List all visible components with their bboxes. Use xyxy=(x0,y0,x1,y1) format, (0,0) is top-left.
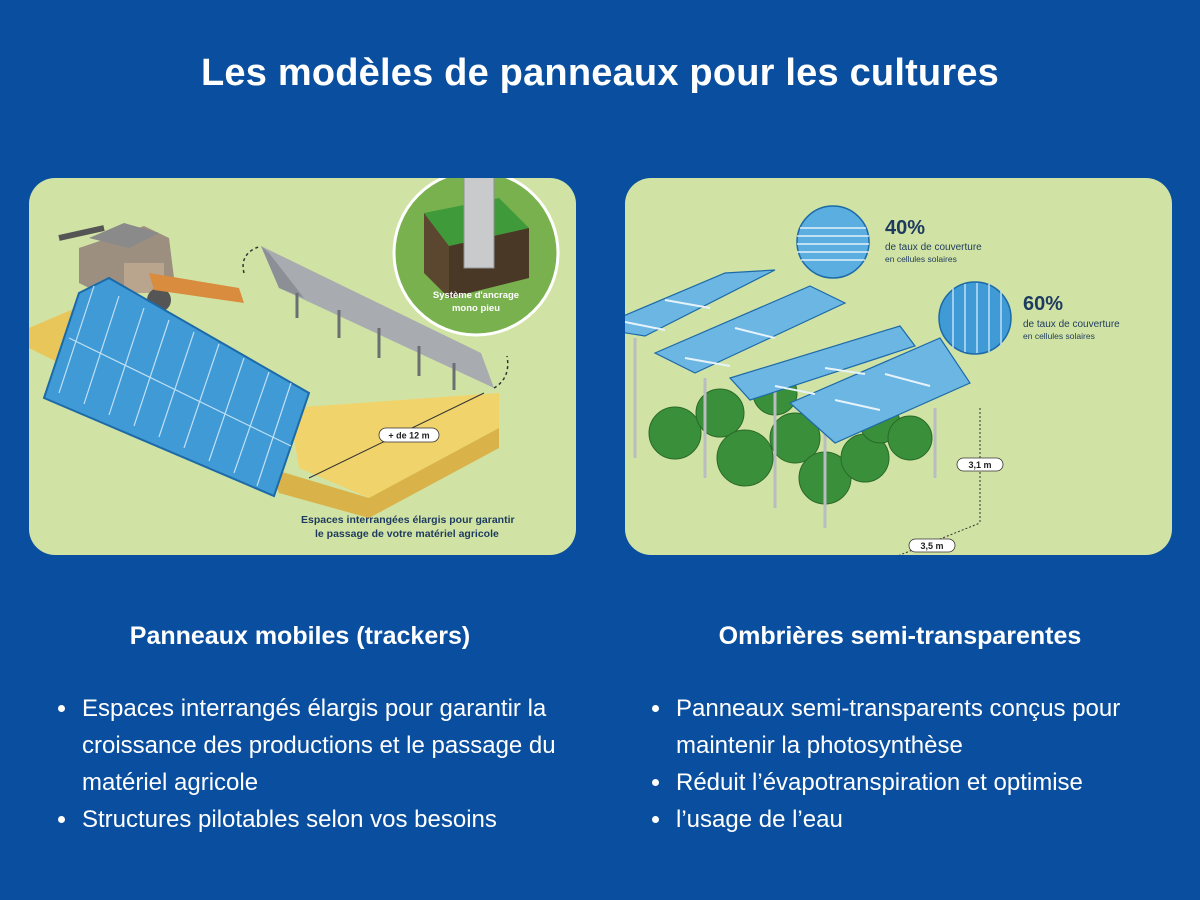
ombrieres-illustration: 3,1 m 3,5 m 40% de taux de couverture en… xyxy=(625,178,1172,555)
tracker-posts xyxy=(295,293,456,390)
rotate-arrow-icon xyxy=(493,355,509,389)
list-item: Réduit l’évapotranspiration et optimise xyxy=(650,764,1180,801)
ombrieres-heading: Ombrières semi-transparentes xyxy=(718,622,1082,650)
list-item: Structures pilotables selon vos besoins xyxy=(56,801,576,838)
coverage-40-pct: 40% xyxy=(885,217,925,239)
measure-badge xyxy=(378,427,440,443)
coverage-60-line2: en cellules solaires xyxy=(1023,331,1095,341)
trackers-scene: + de 12 m Système d'ancrage mono pieu Es… xyxy=(29,178,560,540)
tilted-tracker-back xyxy=(261,246,494,388)
trackers-illustration: + de 12 m Système d'ancrage mono pieu Es… xyxy=(29,178,576,555)
measure-label: + de 12 m xyxy=(388,431,429,441)
width-label: 3,5 m xyxy=(920,541,943,551)
crop-strip-right xyxy=(289,393,499,498)
coverage-60-line1: de taux de couverture xyxy=(1023,319,1120,330)
semi-transparent-panels xyxy=(625,269,971,444)
anchor-label-line1: Système d'ancrage xyxy=(433,290,519,301)
caption-line2: le passage de votre matériel agricole xyxy=(315,528,499,540)
coverage-60-swatch xyxy=(938,281,1012,355)
list-item: l’usage de l’eau xyxy=(650,801,1180,838)
mono-pile-icon xyxy=(463,178,495,269)
trackers-heading: Panneaux mobiles (trackers) xyxy=(129,622,471,650)
ombrieres-bullet-list: Panneaux semi-transparents conçus pour m… xyxy=(650,690,1180,838)
height-label: 3,1 m xyxy=(968,460,991,470)
caption-line1: Espaces interrangées élargis pour garant… xyxy=(301,514,515,526)
anchor-label-line2: mono pieu xyxy=(452,303,500,314)
solar-panel-tracker xyxy=(42,276,311,498)
list-item: Panneaux semi-transparents conçus pour m… xyxy=(650,690,1180,764)
list-item: Espaces interrangés élargis pour garanti… xyxy=(56,690,576,801)
coverage-60-pct: 60% xyxy=(1023,293,1063,315)
coverage-40-line1: de taux de couverture xyxy=(885,242,982,253)
coverage-40-swatch xyxy=(796,205,870,279)
crop-strip-edge xyxy=(269,428,499,518)
ombrieres-scene: 3,1 m 3,5 m 40% de taux de couverture en… xyxy=(625,205,1120,555)
trackers-bullet-list: Espaces interrangés élargis pour garanti… xyxy=(56,690,576,838)
rotate-arrow-icon xyxy=(242,245,262,274)
coverage-40-line2: en cellules solaires xyxy=(885,254,957,264)
page-title: Les modèles de panneaux pour les culture… xyxy=(201,52,999,94)
